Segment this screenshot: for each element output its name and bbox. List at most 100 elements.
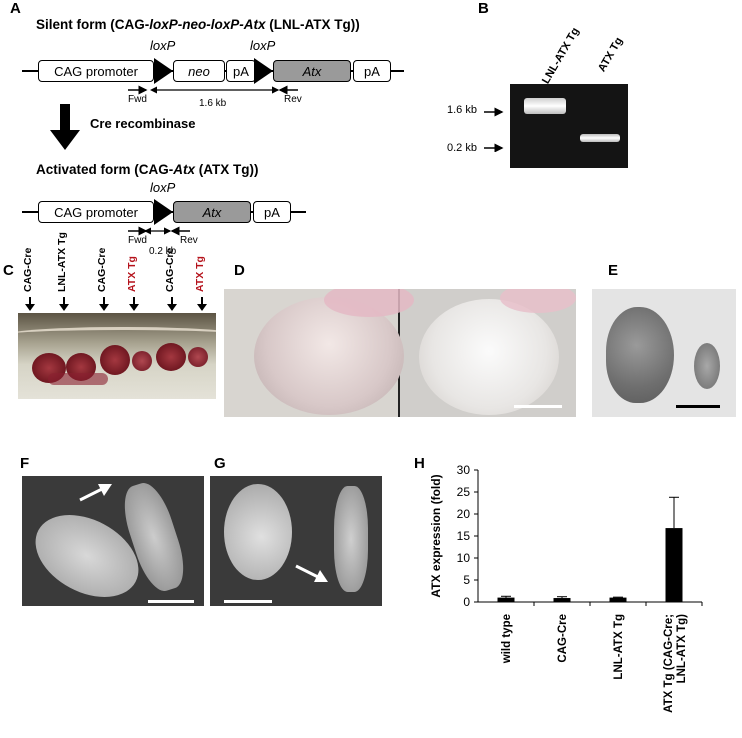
silent-suffix: (LNL-ATX Tg)) xyxy=(265,17,360,32)
pa-box-2: pA xyxy=(353,60,391,82)
embryo-e2 xyxy=(694,343,720,389)
panel-c-label-1: CAG-Cre xyxy=(22,247,34,292)
gel-lane-label-1: LNL-ATX Tg xyxy=(540,25,582,86)
gel-marker-1: 1.6 kb xyxy=(447,104,477,116)
y-tick-label: 30 xyxy=(457,463,471,477)
gel-image xyxy=(510,84,628,168)
silent-prefix: Silent form (CAG- xyxy=(36,17,150,32)
gel-lane-label-2: ATX Tg xyxy=(596,35,626,74)
arrow-g xyxy=(295,564,328,582)
pa-box-3: pA xyxy=(253,201,291,223)
panel-label-f: F xyxy=(20,455,30,472)
length-label-2: 0.2 kb xyxy=(149,246,177,257)
panel-label-e: E xyxy=(608,262,619,279)
bar xyxy=(497,597,515,602)
embryo-c5 xyxy=(156,343,186,371)
placenta-d1 xyxy=(324,289,414,317)
y-tick-label: 15 xyxy=(457,529,471,543)
embryo-c4 xyxy=(132,351,152,371)
y-tick-label: 5 xyxy=(463,573,470,587)
blood-smear xyxy=(48,373,108,385)
yolk-sac-d1 xyxy=(254,297,404,415)
panel-c-label-6: ATX Tg xyxy=(194,256,206,292)
panel-f-photo xyxy=(22,476,204,606)
silent-loxp1: loxP xyxy=(149,17,178,32)
panel-c-label-4: ATX Tg xyxy=(126,256,138,292)
rev-label-1: Rev xyxy=(284,94,302,105)
x-tick-label: wild type xyxy=(501,614,513,664)
silent-form-title: Silent form (CAG-loxP-neo-loxP-Atx (LNL-… xyxy=(36,17,360,32)
panel-c-arrow-6 xyxy=(197,297,207,311)
rev-label-2: Rev xyxy=(180,235,198,246)
y-tick-label: 0 xyxy=(463,595,470,609)
panel-g-photo xyxy=(210,476,382,606)
atx-box-2: Atx xyxy=(173,201,251,223)
dish-rim xyxy=(18,327,216,342)
embryo-c6 xyxy=(188,347,208,367)
loxp-label-3: loxP xyxy=(150,180,176,195)
panel-c-arrow-2 xyxy=(59,297,69,311)
loxp-site-1 xyxy=(154,58,173,84)
placenta-d2 xyxy=(500,289,576,313)
y-tick-label: 20 xyxy=(457,507,471,521)
scale-bar-e xyxy=(676,405,720,408)
silent-loxp2: loxP xyxy=(210,17,240,32)
gel-marker-arrows xyxy=(484,107,504,152)
panel-label-h: H xyxy=(414,455,425,472)
x-tick-label: CAG-Cre xyxy=(557,614,569,663)
scale-bar-d xyxy=(514,405,562,408)
cag-promoter-box-2: CAG promoter xyxy=(38,201,154,223)
yolk-sac-d2 xyxy=(419,299,559,415)
panel-c-arrow-5 xyxy=(167,297,177,311)
x-tick-label: ATX Tg (CAG-Cre;LNL-ATX Tg) xyxy=(663,614,688,713)
neo-box: neo xyxy=(173,60,225,82)
embryo-g1 xyxy=(224,484,292,580)
panel-c-label-5: CAG-Cre xyxy=(164,247,176,292)
panel-e-photo xyxy=(592,289,736,417)
scale-bar-f xyxy=(148,600,194,603)
silent-atx: -Atx xyxy=(239,17,266,32)
activated-form-title: Activated form (CAG-Atx (ATX Tg)) xyxy=(36,162,259,177)
fwd-label-1: Fwd xyxy=(128,94,147,105)
embryo-c3 xyxy=(100,345,130,375)
panel-label-b: B xyxy=(478,0,489,17)
activated-primer-arrows xyxy=(128,226,190,236)
cre-arrow xyxy=(50,104,80,150)
y-tick-label: 25 xyxy=(457,485,471,499)
arrow-f xyxy=(79,484,112,502)
loxp-site-2 xyxy=(254,58,273,84)
panel-label-c: C xyxy=(3,262,14,279)
act-prefix: Activated form (CAG- xyxy=(36,162,174,177)
panel-c-arrow-3 xyxy=(99,297,109,311)
act-atx: Atx xyxy=(173,162,196,177)
panel-label-d: D xyxy=(234,262,245,279)
bar xyxy=(665,528,683,602)
embryo-g2 xyxy=(334,486,368,592)
loxp-label-2: loxP xyxy=(250,38,276,53)
bar xyxy=(553,598,571,602)
panel-c-arrow-4 xyxy=(129,297,139,311)
embryo-e1 xyxy=(606,307,674,403)
panel-label-a: A xyxy=(10,0,21,17)
gel-band-1-6kb xyxy=(524,98,566,114)
act-suffix: (ATX Tg)) xyxy=(195,162,259,177)
loxp-label-1: loxP xyxy=(150,38,176,53)
panel-c-embryo-photo xyxy=(18,313,216,399)
loxp-site-3 xyxy=(154,199,173,225)
panel-c-arrow-1 xyxy=(25,297,35,311)
fwd-label-2: Fwd xyxy=(128,235,147,246)
gel-band-0-2kb xyxy=(580,134,620,142)
cag-promoter-box-1: CAG promoter xyxy=(38,60,154,82)
bar xyxy=(609,597,627,602)
panel-c-label-3: CAG-Cre xyxy=(96,247,108,292)
y-tick-label: 10 xyxy=(457,551,471,565)
panel-d-photo xyxy=(224,289,576,417)
pa-box-1: pA xyxy=(226,60,256,82)
length-label-1: 1.6 kb xyxy=(199,98,227,109)
silent-primer-arrows xyxy=(128,85,298,95)
panel-c-label-2: LNL-ATX Tg xyxy=(56,232,68,292)
atx-box-1: Atx xyxy=(273,60,351,82)
scale-bar-g xyxy=(224,600,272,603)
panel-label-g: G xyxy=(214,455,226,472)
